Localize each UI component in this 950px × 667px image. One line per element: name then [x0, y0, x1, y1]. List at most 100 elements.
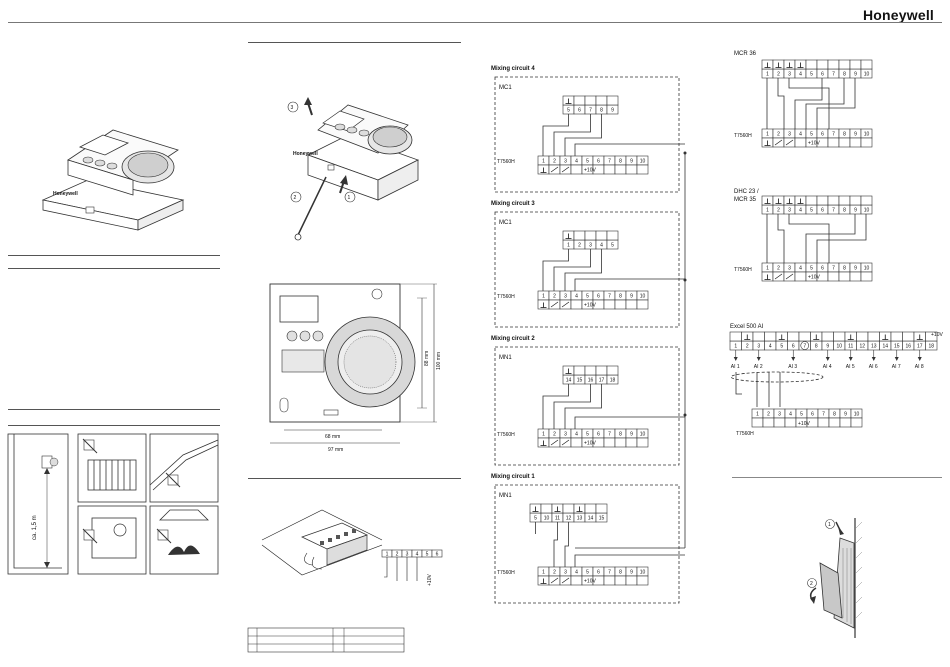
- ai-label: AI 3: [788, 364, 797, 370]
- terminal-number: 4: [769, 344, 772, 350]
- module-label: MN1: [499, 355, 512, 361]
- terminal-number: 1: [567, 243, 570, 249]
- sensor-label: T7560H: [497, 294, 515, 300]
- earth-symbol-icon: [540, 167, 547, 173]
- height-total-label: 100 mm: [436, 352, 442, 370]
- earth-symbol-icon: [764, 198, 771, 204]
- terminal-number: 4: [416, 552, 419, 558]
- sensor-label: T7560H: [736, 431, 754, 437]
- mcr36-title: MCR 36: [734, 51, 757, 57]
- plus-10v-label: +10V: [584, 168, 596, 174]
- cable-shield: [730, 371, 824, 383]
- terminal-number: 8: [619, 432, 622, 438]
- junction-dot: [683, 413, 687, 417]
- terminal-number: 1: [542, 294, 545, 300]
- height-inner-label: 88 mm: [424, 351, 430, 366]
- terminal-number: 3: [788, 208, 791, 214]
- mounting-location-illustration: ca. 1,5 m: [7, 433, 219, 575]
- terminal-number: 2: [396, 552, 399, 558]
- ai-label: AI 8: [915, 364, 924, 370]
- earth-symbol-icon: [764, 274, 771, 280]
- terminal-number: 8: [843, 132, 846, 138]
- brand-logo: Honeywell: [862, 7, 934, 23]
- setpoint-symbol-icon: [550, 439, 570, 446]
- terminal-number: 15: [599, 516, 605, 522]
- sensor-label: T7560H: [497, 432, 515, 438]
- terminal-number: 6: [821, 208, 824, 214]
- setpoint-symbol-icon: [550, 301, 570, 308]
- terminal-number: 10: [544, 516, 550, 522]
- sensor-label: T7560H: [497, 159, 515, 165]
- step-1-marker: 1: [348, 195, 351, 201]
- terminal-number: 17: [917, 344, 923, 350]
- terminal-number: 9: [844, 412, 847, 418]
- terminal-number: 3: [564, 159, 567, 165]
- terminal-number: 1: [734, 344, 737, 350]
- snap-mount-illustration: 1 2: [807, 518, 863, 638]
- earth-symbol-icon: [540, 578, 547, 584]
- terminal-number: 3: [564, 294, 567, 300]
- terminal-number: 2: [578, 243, 581, 249]
- earth-symbol-icon: [786, 198, 793, 204]
- terminal-number: 5: [426, 552, 429, 558]
- terminal-number: 8: [619, 159, 622, 165]
- terminal-number: 10: [640, 570, 646, 576]
- terminal-number: 9: [630, 432, 633, 438]
- terminal-number: 7: [608, 294, 611, 300]
- terminal-number: 7: [608, 570, 611, 576]
- terminal-number: 12: [566, 516, 572, 522]
- plus-10v-label: +10V: [584, 441, 596, 447]
- terminal-number: 5: [810, 266, 813, 272]
- ai-label: AI 1: [731, 364, 740, 370]
- terminal-number: 10: [854, 412, 860, 418]
- terminal-number: 10: [836, 344, 842, 350]
- terminal-number: 1: [542, 432, 545, 438]
- terminal-number: 4: [600, 243, 603, 249]
- terminal-number: 7: [608, 159, 611, 165]
- earth-symbol-icon: [576, 506, 583, 512]
- terminal-number: 6: [578, 108, 581, 114]
- earth-symbol-icon: [540, 302, 547, 308]
- earth-symbol-icon: [565, 368, 572, 374]
- terminal-number: 10: [640, 432, 646, 438]
- terminal-number: 6: [597, 570, 600, 576]
- terminal-number: 2: [777, 208, 780, 214]
- setpoint-symbol-icon: [774, 273, 794, 280]
- terminal-number: 2: [777, 266, 780, 272]
- width-label: 68 mm: [325, 434, 340, 440]
- terminal-number: 9: [630, 570, 633, 576]
- earth-symbol-icon: [786, 62, 793, 68]
- setpoint-symbol-icon: [550, 577, 570, 584]
- earth-symbol-icon: [847, 334, 854, 340]
- earth-symbol-icon: [532, 506, 539, 512]
- terminal-number: 6: [821, 132, 824, 138]
- terminal-number: 5: [586, 159, 589, 165]
- terminal-number: 9: [611, 108, 614, 114]
- earth-symbol-icon: [540, 440, 547, 446]
- setpoint-symbol-icon: [774, 139, 794, 146]
- terminal-number: 8: [600, 108, 603, 114]
- terminal-number: 8: [843, 266, 846, 272]
- terminal-number: 1: [386, 552, 389, 558]
- mixing-circuit-title: Mixing circuit 3: [491, 201, 535, 207]
- sensor-label: T7560H: [497, 570, 515, 576]
- terminal-number: 3: [589, 243, 592, 249]
- terminal-number: 6: [792, 344, 795, 350]
- earth-symbol-icon: [775, 62, 782, 68]
- section-rule: [8, 268, 220, 269]
- terminal-number: 11: [848, 344, 853, 350]
- terminal-number: 9: [826, 344, 829, 350]
- terminal-number: 5: [586, 570, 589, 576]
- terminal-number: 10: [640, 294, 646, 300]
